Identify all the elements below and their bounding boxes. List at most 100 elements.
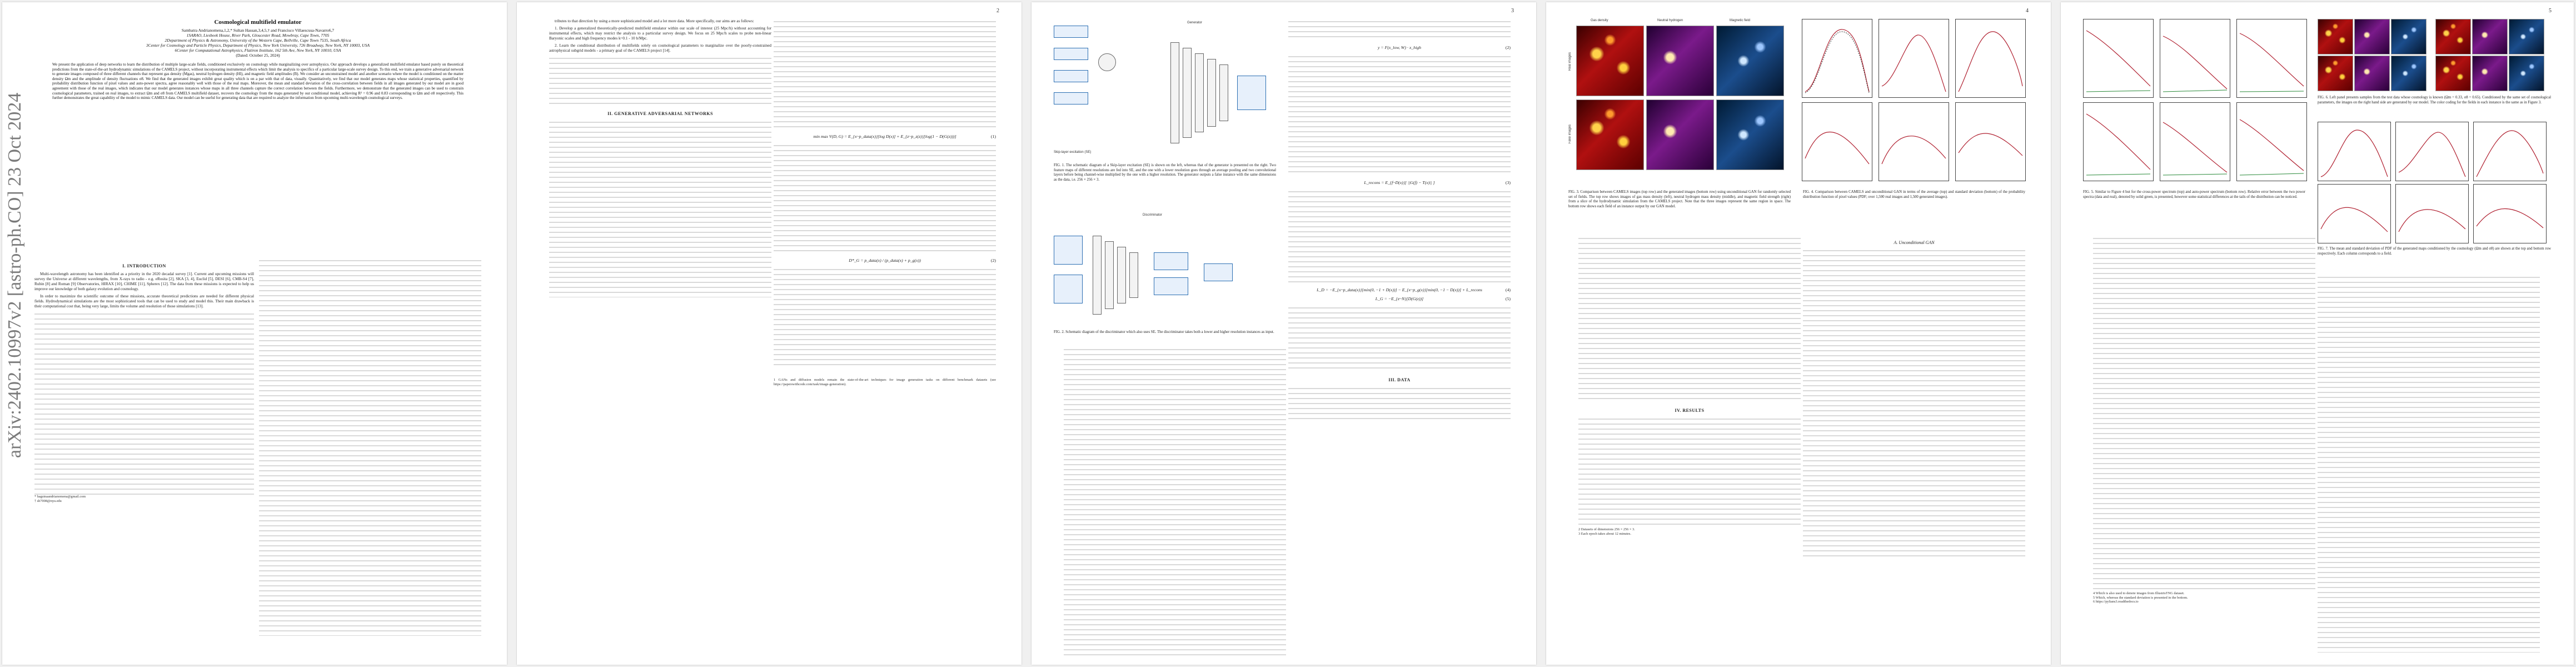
figure-6 (2318, 19, 2551, 91)
test-b-image (2391, 56, 2426, 91)
power-spectrum-plot (2083, 19, 2154, 98)
paper-title: Cosmological multifield emulator (214, 19, 302, 26)
body-text-block (549, 120, 771, 297)
body-text-block (1578, 416, 1801, 527)
power-spectrum-plot (2083, 102, 2154, 181)
gen-gas-image (2435, 56, 2471, 91)
page-5: 5 FIG. 5. Similar to Figure 4 but for th… (2061, 2, 2574, 665)
pdf-mean-curve (2398, 132, 2466, 177)
section-heading: II. GENERATIVE ADVERSARIAL NETWORKS (607, 111, 713, 116)
section-heading: III. DATA (1388, 377, 1411, 382)
pdf-curve (1881, 34, 1946, 92)
col-header: Gas density (1591, 19, 1608, 22)
power-spectrum-curve (2086, 113, 2151, 176)
feature-map-low (1054, 26, 1088, 38)
authors: Sambatra Andrianomena,1,2,* Sultan Hassa… (181, 28, 335, 33)
power-spectrum-plot (2160, 102, 2230, 181)
disc-layer (1105, 241, 1114, 309)
footnote: 4 Which is also used to denote images fr… (2093, 591, 2185, 595)
power-spectrum-plot (2236, 19, 2307, 98)
body-text-block (34, 311, 254, 495)
footnote: * hagsinaandrianomena@gmail.com (34, 495, 86, 499)
body-text-block (1288, 305, 1511, 372)
figure-7 (2318, 122, 2551, 244)
figure-2-caption: FIG. 2. Schematic diagram of the discrim… (1054, 330, 1274, 334)
gen-gas-image (2435, 19, 2471, 54)
page-number: 5 (2549, 8, 2552, 14)
body-text-block (1288, 54, 1511, 176)
pdf-mean-plot (2395, 122, 2469, 181)
gen-b-image (2509, 56, 2544, 91)
multiply-node (1098, 53, 1116, 71)
pdf-plot (1955, 19, 2026, 98)
input-high-res (1054, 236, 1083, 265)
body-text-block (1288, 19, 1511, 41)
disc-layer (1129, 252, 1138, 298)
pdf-std-curve (2398, 209, 2466, 232)
paragraph: Multi-wavelength astronomy has been iden… (34, 272, 254, 291)
row-header: Real images (1568, 52, 1572, 71)
test-gas-image (2318, 19, 2353, 54)
figure-2: Discriminator (1054, 213, 1276, 325)
body-text-block (1064, 347, 1286, 658)
pdf-std-plot (2395, 184, 2469, 243)
gen-hi-image (2472, 56, 2508, 91)
body-text-block (774, 267, 996, 367)
affiliation-2: 2Department of Physics & Astronomy, Univ… (165, 38, 351, 43)
page-2: 2 tributes to that direction by using a … (517, 2, 1022, 665)
equation: L_G = −E_{z~N}[D(G(z))](5) (1375, 296, 1511, 301)
footnote: 3 Each epoch takes about 12 minutes. (1578, 531, 1631, 536)
list-item: 1. Develop a generalized theoretically-p… (549, 26, 771, 41)
figure-3: Gas density Neutral hydrogen Magnetic fi… (1568, 19, 1791, 186)
paragraph: In order to maximize the scientific outc… (34, 294, 254, 308)
body-text-block (2093, 236, 2315, 591)
gen-b-image (2509, 19, 2544, 54)
figure-5-caption: FIG. 5. Similar to Figure 4 but for the … (2083, 190, 2305, 199)
test-hi-image (2354, 56, 2390, 91)
abstract: We present the application of deep netwo… (52, 62, 464, 101)
gas-density-image (1576, 99, 1644, 170)
decoder-block (1154, 277, 1188, 295)
body-text-block (1803, 248, 2025, 559)
generator-label: Generator (1187, 21, 1203, 24)
pdf-std-plot (1802, 102, 1872, 181)
page-number: 3 (1511, 8, 1514, 14)
figure-6-caption: FIG. 6. Left panel presents samples from… (2318, 96, 2551, 104)
col-header: Magnetic field (1730, 19, 1751, 22)
pdf-std-plot (1879, 102, 1949, 181)
generator-layer (1219, 64, 1228, 121)
body-text-block (1288, 189, 1511, 283)
gas-density-image (1576, 26, 1644, 96)
pdf-std-curve (2320, 207, 2388, 232)
figure-4-caption: FIG. 4. Comparison between CAMELS and un… (1803, 190, 2025, 199)
gen-hi-image (2472, 19, 2508, 54)
disc-layer (1093, 236, 1102, 315)
pdf-mean-plot (2473, 122, 2547, 181)
generator-layer (1183, 48, 1192, 138)
body-text-block (2318, 275, 2540, 653)
pdf-mean-curve (2476, 130, 2544, 177)
pdf-std-curve (1881, 136, 1946, 165)
magnetic-field-image (1716, 99, 1784, 170)
list-item: 2. Learn the conditional distribution of… (549, 43, 771, 53)
pdf-std-curve (2476, 208, 2544, 228)
magnetic-field-image (1716, 26, 1784, 96)
discriminator-output (1204, 263, 1233, 281)
power-spectrum-curve (2086, 30, 2151, 92)
figure-5 (2083, 19, 2307, 186)
pdf-mean-curve (2320, 130, 2388, 177)
footnote: 2 Datasets of dimensions 256 × 256 × 3. (1578, 527, 1635, 531)
generator-layer (1170, 42, 1179, 143)
input-low-res (1054, 275, 1083, 303)
affiliation-3: 3Center for Cosmology and Particle Physi… (146, 43, 370, 48)
generator-layer (1195, 53, 1204, 132)
section-heading: IV. RESULTS (1675, 408, 1705, 413)
test-hi-image (2354, 19, 2390, 54)
pdf-curve (1958, 31, 2023, 92)
footnote: † sh7008@nyu.edu (34, 499, 62, 503)
figure-1: Skip-layer excitation (SE) Generator (1054, 20, 1276, 159)
page-1: arXiv:2402.10997v2 [astro-ph.CO] 23 Oct … (2, 2, 507, 665)
footnote: 1 GANs and diffusion models remain the s… (774, 378, 996, 386)
disc-layer (1117, 247, 1126, 303)
pdf-mean-plot (2318, 122, 2391, 181)
